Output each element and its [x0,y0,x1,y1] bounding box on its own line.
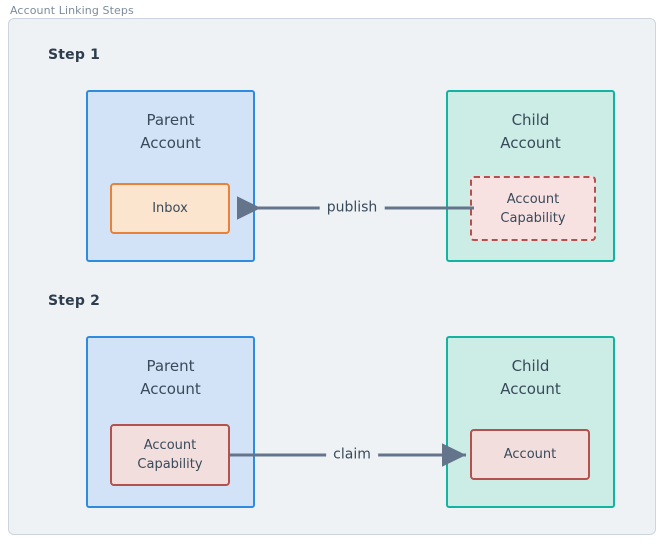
inbox-resource-box[interactable]: Inbox [110,183,230,234]
parent-account-title-step2: Parent Account [140,357,201,398]
claim-connector-label: claim [326,445,378,465]
parent-account-title-step1: Parent Account [140,111,201,152]
parent-account-box-step1[interactable]: Parent Account [86,90,255,262]
child-account-title-step2: Child Account [500,357,561,398]
claim-connector: claim [228,438,476,472]
child-account-title-step1: Child Account [500,111,561,152]
account-capability-resource-box-step1[interactable]: Account Capability [470,176,596,241]
step-1-heading: Step 1 [48,47,101,63]
child-account-box-step2[interactable]: Child Account [446,336,615,508]
diagram-title: Account Linking Steps [10,4,134,17]
step-2-heading: Step 2 [48,293,101,309]
account-capability-resource-box-step2[interactable]: Account Capability [110,424,230,486]
publish-connector: publish [228,191,476,225]
publish-connector-label: publish [319,198,385,218]
account-resource-box-step2[interactable]: Account [470,429,590,480]
